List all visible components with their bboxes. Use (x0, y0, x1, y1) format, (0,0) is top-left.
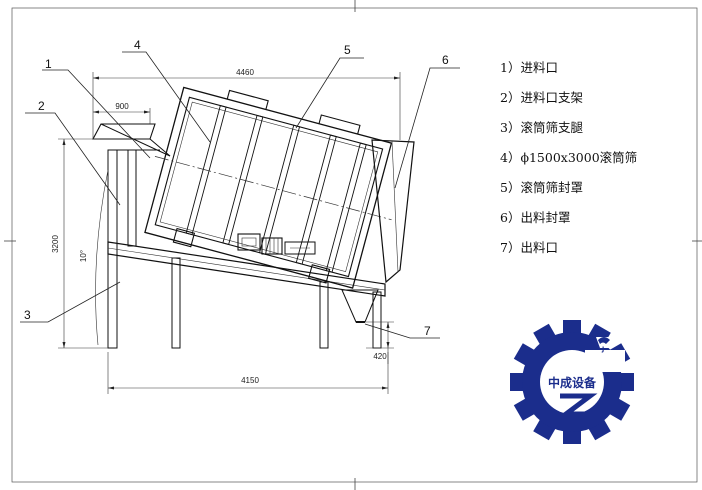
dim-angle: 10° (79, 250, 88, 262)
company-logo: J 中成设备 (510, 320, 634, 444)
dim-base-length: 4150 (241, 376, 259, 385)
dim-overall-length: 4460 (236, 68, 254, 77)
inlet-hopper (92, 123, 171, 157)
callout-7: 7 (424, 324, 431, 338)
screen-cover (144, 86, 393, 289)
base-beam (107, 241, 386, 297)
trommel-drum (154, 96, 392, 278)
sheet-border (11, 7, 698, 483)
legend-item-7: 7）出料口 (500, 240, 558, 255)
callout-numbers: 1 2 3 4 5 6 7 (24, 38, 449, 338)
dim-outlet-height: 420 (373, 352, 387, 361)
callout-4: 4 (134, 38, 141, 52)
callout-1: 1 (45, 57, 52, 71)
dim-inlet-width: 900 (115, 102, 129, 111)
legend-item-5: 5）滚筒筛封罩 (500, 180, 583, 195)
outlet-cover (371, 139, 415, 284)
center-marks (4, 0, 702, 490)
legend-item-2: 2）进料口支架 (500, 90, 583, 105)
machine-outline (92, 86, 415, 349)
callout-2: 2 (38, 99, 45, 113)
dimension-lines: 4460 900 3200 10° 4150 420 (51, 68, 401, 394)
callout-leaders (20, 51, 460, 339)
svg-text:J: J (601, 346, 604, 353)
legend-item-1: 1）进料口 (500, 60, 558, 75)
logo-name: 中成设备 (548, 375, 597, 390)
outlet-chute (341, 289, 379, 323)
drive-motor (237, 233, 316, 255)
callout-3: 3 (24, 308, 31, 322)
legend-item-4: 4）ϕ1500x3000滚筒筛 (500, 150, 637, 165)
callout-5: 5 (344, 43, 351, 57)
legend-item-3: 3）滚筒筛支腿 (500, 120, 583, 135)
dim-height: 3200 (51, 235, 60, 253)
gear-icon: J (510, 320, 634, 444)
legend-item-6: 6）出料封罩 (500, 210, 570, 225)
callout-6: 6 (442, 53, 449, 67)
parts-legend: 1）进料口 2）进料口支架 3）滚筒筛支腿 4）ϕ1500x3000滚筒筛 5）… (500, 60, 637, 255)
